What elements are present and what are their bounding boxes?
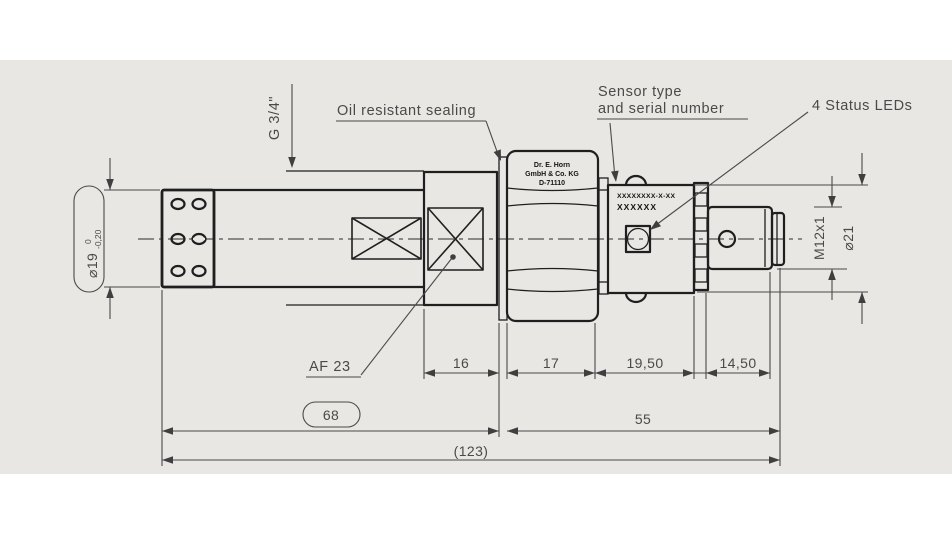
sensor-type-line1: Sensor type (598, 84, 682, 100)
dim-dia21: ⌀21 (840, 225, 856, 250)
dia19-tol-lower: -0,20 (93, 229, 103, 249)
dim-17: 17 (543, 355, 559, 371)
dimension-row-sections: 16 17 19,50 14,50 (424, 355, 770, 377)
led-window (624, 224, 652, 254)
extension-lines (104, 184, 868, 466)
body-bump-top (624, 174, 648, 187)
probe-tube (212, 188, 426, 289)
dimension-body-diameter: ⌀21 (840, 153, 866, 324)
leader-dot (450, 254, 456, 260)
callout-oil-sealing: Oil resistant sealing (336, 103, 501, 161)
dia19-tol-upper: 0 (83, 239, 93, 244)
oil-sealing-label: Oil resistant sealing (337, 103, 476, 119)
af23-label: AF 23 (309, 359, 351, 375)
dim-16: 16 (453, 355, 469, 371)
thread-label: G 3/4" (267, 96, 283, 140)
dimension-m12: M12x1 (811, 176, 836, 300)
hex-nut: Dr. E. Horn GmbH & Co. KG D-71110 (505, 149, 600, 323)
dia19-value: ⌀19 (84, 253, 100, 278)
callout-af23: AF 23 (306, 254, 456, 378)
dim-m12x1: M12x1 (811, 216, 827, 260)
connector-end-cap (770, 211, 786, 267)
thread-section (286, 170, 424, 306)
maker-line3: D-71110 (539, 180, 565, 187)
dim-19-50: 19,50 (626, 355, 663, 371)
callout-status-leds: 4 Status LEDs (650, 98, 913, 230)
dimension-balloon-68 (302, 401, 361, 428)
dimension-balloon (73, 185, 105, 293)
sensor-part: Dr. E. Horn GmbH & Co. KG D-71110 XXXXXX… (138, 149, 802, 323)
serial-code: XXXXXX (617, 202, 657, 212)
dimension-row-total: (123) (162, 443, 780, 464)
maker-line2: GmbH & Co. KG (525, 171, 579, 178)
af23-hex-block (422, 170, 499, 307)
dimension-row-68-55: 68 55 (162, 401, 780, 435)
dim-total: (123) (454, 443, 489, 459)
maker-line1: Dr. E. Horn (534, 162, 570, 169)
callout-thread: G 3/4" (267, 84, 296, 168)
type-code: XXXXXXXX-X-XX (617, 193, 675, 200)
drawing-canvas (0, 60, 952, 474)
dim-55: 55 (635, 411, 651, 427)
connector-hole (717, 229, 737, 249)
flat-marker-small (351, 217, 422, 260)
dim-68: 68 (323, 407, 339, 423)
body-bump-bottom (624, 291, 648, 304)
probe-tip (160, 188, 216, 289)
dim-14-50: 14,50 (719, 355, 756, 371)
sensor-type-line2: and serial number (598, 101, 724, 117)
status-leds-label: 4 Status LEDs (812, 98, 913, 114)
callout-sensor-type: Sensor type and serial number (597, 84, 748, 182)
dimension-probe-diameter: ⌀19 0 -0,20 (73, 158, 114, 319)
m12-connector (706, 205, 786, 271)
sensor-element-hole (191, 232, 207, 246)
flat-marker-af23 (427, 207, 484, 271)
